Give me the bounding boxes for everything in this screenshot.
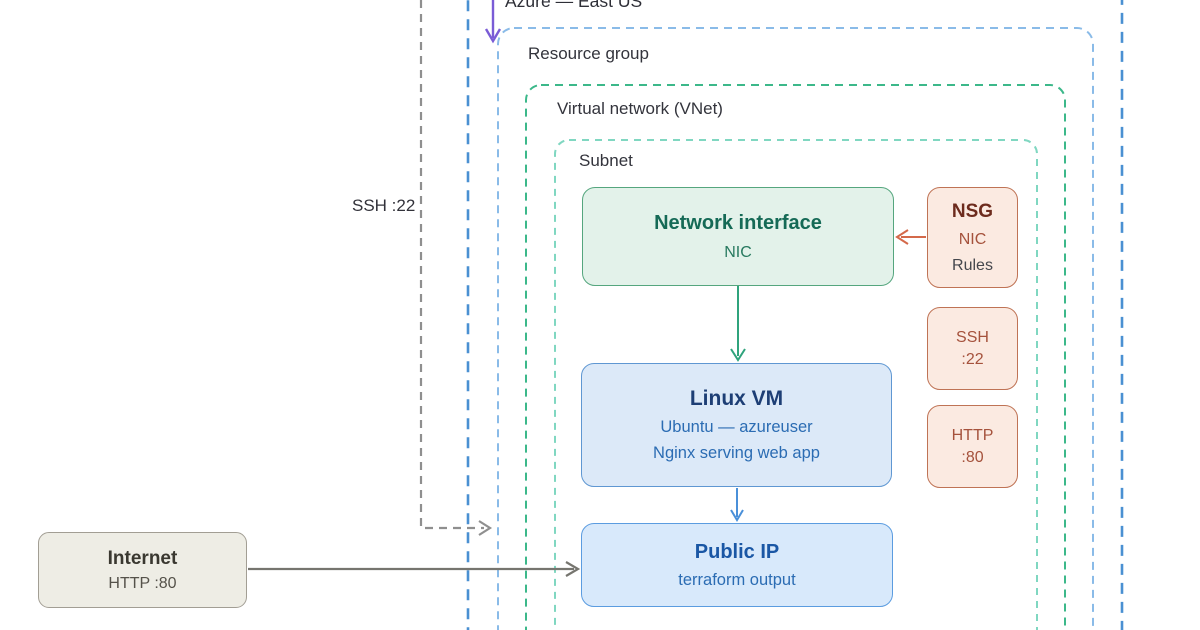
resource-group-border <box>497 27 1094 630</box>
public-ip-subtitle: terraform output <box>678 570 796 589</box>
azure-region-label: Azure — East US <box>505 0 643 11</box>
ssh-rule-node: SSH :22 <box>927 307 1018 390</box>
ssh-rule-protocol: SSH <box>956 328 989 346</box>
public-ip-title: Public IP <box>694 540 780 563</box>
resource-group-label: Resource group <box>528 44 649 63</box>
vm-to-publicip-arrowhead <box>730 509 744 522</box>
internet-node: Internet HTTP :80 <box>38 532 247 608</box>
azure-region-border <box>466 0 1124 630</box>
nsg-to-nic-arrowhead <box>895 229 909 245</box>
ssh-path-line <box>419 0 484 530</box>
http-rule-port: :80 <box>961 448 984 466</box>
nic-to-vm-arrowhead <box>730 348 746 362</box>
vnet-label: Virtual network (VNet) <box>557 99 723 118</box>
nsg-line-nic: NIC <box>958 231 987 248</box>
internet-subtitle: HTTP :80 <box>108 574 177 592</box>
nsg-node: NSG NIC Rules <box>927 187 1018 288</box>
network-interface-node: Network interface NIC <box>582 187 894 286</box>
subnet-label: Subnet <box>579 151 633 170</box>
http-rule-node: HTTP :80 <box>927 405 1018 488</box>
subnet-border <box>554 139 1038 630</box>
nsg-line-rules: Rules <box>952 257 993 274</box>
ssh-rule-port: :22 <box>961 350 984 368</box>
nsg-title: NSG <box>951 201 994 222</box>
linux-vm-title: Linux VM <box>689 387 784 410</box>
http-rule-protocol: HTTP <box>951 426 994 444</box>
public-ip-node: Public IP terraform output <box>581 523 893 607</box>
vnet-border <box>525 84 1066 630</box>
ssh-edge-label: SSH :22 <box>350 196 418 216</box>
internet-title: Internet <box>107 547 178 569</box>
incoming-purple-arrowhead <box>484 28 502 44</box>
network-interface-subtitle: NIC <box>724 243 752 261</box>
ssh-path-arrowhead <box>478 520 493 536</box>
linux-vm-subtitle-os: Ubuntu — azureuser <box>660 418 813 436</box>
linux-vm-subtitle-nginx: Nginx serving web app <box>653 444 820 462</box>
network-interface-title: Network interface <box>654 211 822 234</box>
linux-vm-node: Linux VM Ubuntu — azureuser Nginx servin… <box>581 363 892 487</box>
internet-to-publicip-arrowhead <box>565 561 581 577</box>
